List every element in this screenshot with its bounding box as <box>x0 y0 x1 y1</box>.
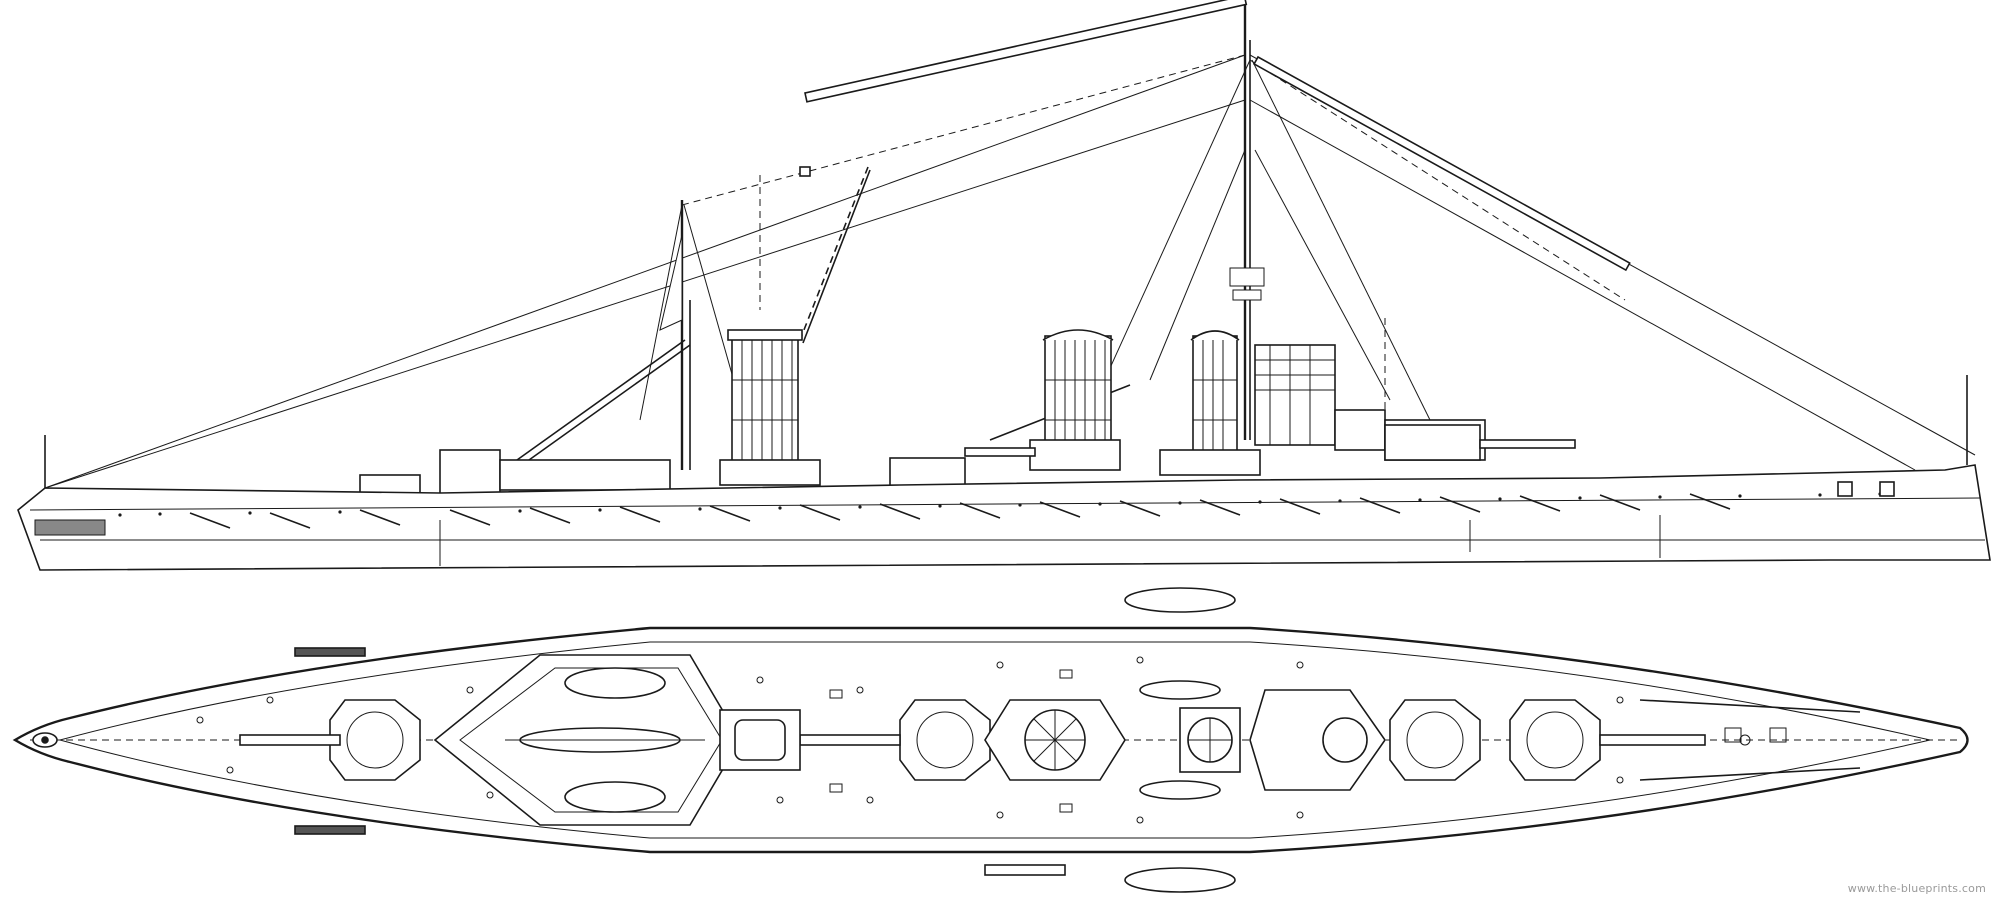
turret-fwd1-plan <box>1389 699 1481 781</box>
deck-fittings-plan <box>196 656 1787 824</box>
net-shelves-plan <box>294 647 1861 835</box>
watermark-text: www.the-blueprints.com <box>1847 882 1986 895</box>
derrick-booms <box>509 0 1631 471</box>
net-booms <box>189 493 1731 529</box>
rigging-lines <box>44 54 1976 489</box>
anchor-hawse <box>1837 481 1895 497</box>
turret-aft-plan <box>239 699 421 781</box>
funnel-forward <box>1190 330 1240 467</box>
turret-fwd2-plan <box>1509 699 1706 781</box>
stern-detail <box>32 732 58 748</box>
funnel-top-aft <box>719 709 801 771</box>
hull-profile <box>17 464 1991 571</box>
boats-plan <box>984 587 1236 893</box>
funnel-aft <box>727 329 803 467</box>
profile-view <box>17 0 1991 571</box>
funnel-top-forward <box>1179 707 1241 773</box>
forward-superstructure-plan <box>1249 689 1386 791</box>
funnel-top-middle <box>984 699 1126 781</box>
mainmast <box>659 200 691 470</box>
plan-view <box>12 587 1969 893</box>
foremast <box>1229 5 1265 440</box>
aft-superstructure-plan <box>433 654 741 826</box>
turret-profile-fwd <box>1384 424 1576 461</box>
